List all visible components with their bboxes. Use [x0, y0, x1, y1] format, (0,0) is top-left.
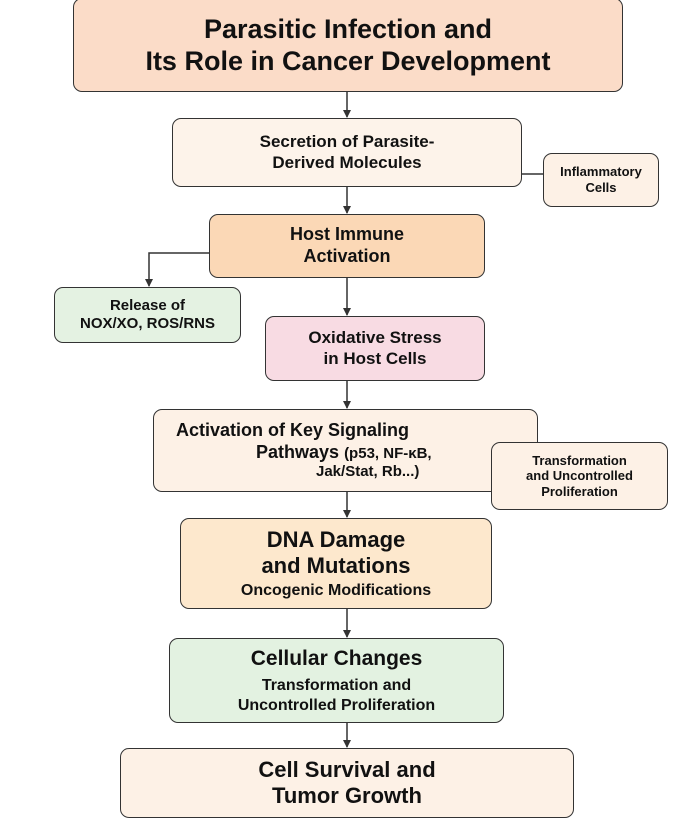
host-immune-line1: Host Immune — [289, 224, 404, 245]
dna-line2: and Mutations — [261, 552, 411, 578]
transformation-line2: and Uncontrolled — [526, 468, 633, 484]
release-box: Release of NOX/XO, ROS/RNS — [54, 287, 241, 343]
secretion-line1: Secretion of Parasite- — [259, 132, 435, 152]
oxidative-line2: in Host Cells — [323, 348, 427, 368]
cellular-line1: Cellular Changes — [250, 647, 423, 671]
survival-line2: Tumor Growth — [272, 783, 422, 808]
activation-line2-sub: (p53, NF-κB, — [344, 444, 432, 462]
title-line1: Parasitic Infection and — [203, 13, 493, 44]
cellular-box: Cellular Changes Transformation and Unco… — [169, 638, 504, 723]
title-line2: Its Role in Cancer Development — [145, 46, 551, 76]
secretion-box: Secretion of Parasite- Derived Molecules — [172, 118, 522, 187]
activation-line1: Activation of Key Signaling — [176, 419, 410, 440]
activation-box: Activation of Key Signaling Pathways (p5… — [153, 409, 538, 492]
secretion-line2: Derived Molecules — [272, 152, 422, 172]
oxidative-box: Oxidative Stress in Host Cells — [265, 316, 485, 381]
transformation-line3: Proliferation — [541, 483, 618, 499]
host-immune-box: Host Immune Activation — [209, 214, 485, 278]
oxidative-line1: Oxidative Stress — [308, 328, 442, 348]
release-line1: Release of — [109, 297, 186, 314]
dna-line1: DNA Damage — [266, 526, 406, 552]
host-immune-line2: Activation — [303, 246, 391, 266]
transformation-line1: Transformation — [532, 452, 627, 468]
cellular-line3: Uncontrolled Proliferation — [237, 696, 436, 714]
activation-line3: Jak/Stat, Rb...) — [316, 463, 420, 481]
release-line2: NOX/XO, ROS/RNS — [79, 315, 216, 332]
arrow-host-release — [145, 252, 209, 287]
inflammatory-box: Inflammatory Cells — [543, 153, 659, 207]
title-box: Parasitic Infection and Its Role in Canc… — [73, 0, 623, 92]
dna-box: DNA Damage and Mutations Oncogenic Modif… — [180, 518, 492, 609]
transformation-box: Transformation and Uncontrolled Prolifer… — [491, 442, 668, 510]
dna-line3: Oncogenic Modifications — [240, 582, 432, 600]
inflammatory-line2: Cells — [585, 180, 617, 195]
activation-line2-main: Pathways — [256, 441, 340, 462]
inflammatory-line1: Inflammatory — [560, 164, 642, 180]
cellular-line2: Transformation and — [261, 677, 412, 695]
survival-box: Cell Survival and Tumor Growth — [120, 748, 574, 818]
survival-line1: Cell Survival and — [258, 756, 436, 782]
